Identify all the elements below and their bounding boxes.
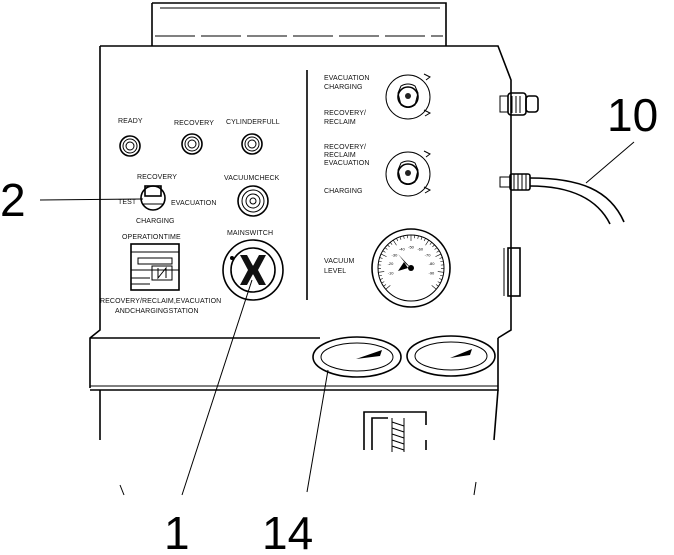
knob1-top-label-line2: CHARGING [324,84,363,91]
gauge-tick-marks [377,235,445,290]
gauge-tick [439,257,443,259]
operation-time-label: OPERATIONTIME [122,234,181,241]
gauge-tick [423,238,426,242]
valve-knob-recovery-charging[interactable] [385,150,432,197]
knob1-top-label-line1: EVACUATION [324,75,369,82]
gauge-tick [420,236,423,240]
gauge-tick [432,244,435,248]
mains-switch[interactable] [222,239,284,301]
gauge-tick [435,284,439,287]
gauge-tick-label: -70 [425,253,432,258]
valve-knob-evacuation-recovery[interactable] [385,73,432,120]
gauge-tick [436,250,440,253]
callout-10: 10 [607,89,658,141]
gauge-tick [429,242,433,245]
callout-2: 2 [0,174,26,226]
knob2-top-label-line2: RECLAIM [324,152,356,159]
vacuum-check-label: VACUUMCHECK [224,175,280,182]
gauge-tick [417,235,419,239]
selector-test-label: TEST [118,199,137,206]
knob1-bottom-label-line1: RECOVERY/ [324,110,366,117]
gauge-tick [434,247,438,250]
operation-time-counter [130,243,180,291]
gauge-tick [378,274,382,277]
gauge-tick-label: -30 [392,253,399,258]
vacuum-level-label-line2: LEVEL [324,268,346,275]
gauge-tick [384,247,388,250]
selector-evacuation-label: EVACUATION [171,200,216,207]
callout-leaders [39,141,635,496]
ready-lamp [119,135,141,157]
knob2-top-label-line3: EVACUATION [324,160,369,167]
gauge-tick [440,274,444,277]
station-label-line2: ANDCHARGINGSTATION [115,308,199,315]
gauge-tick [437,281,441,284]
callout-1: 1 [164,507,190,555]
gauge-tick [431,285,437,290]
gauge-tick [379,278,384,280]
cylinder-full-lamp [241,133,263,155]
gauge-tick [379,257,383,259]
selector-recovery-label: RECOVERY [137,174,177,181]
gauge-tick [399,236,402,240]
gauge-tick [438,278,443,280]
vacuum-level-label-line1: VACUUM [324,258,354,265]
gauge-tick-label: -20 [388,261,395,266]
gauge-tick-label: -80 [429,261,436,266]
gauge-tick [378,271,385,273]
gauge-tick [389,242,393,245]
gauge-tick [381,281,385,284]
gauge-tick [378,260,382,263]
recovery-label: RECOVERY [174,120,214,127]
station-label-line1: RECOVERY/RECLAIM,EVACUATION [100,298,221,305]
callout-14: 14 [262,507,313,555]
mains-switch-label: MAINSWITCH [227,230,273,237]
gauge-tick-label: -90 [428,271,435,276]
front-gauge-right [406,335,496,377]
gauge-tick [403,235,405,239]
gauge-tick [435,253,442,257]
gauge-tick [437,271,444,273]
cylinder-full-label: CYLINDERFULL [226,119,280,126]
right-fittings [499,92,539,297]
vacuum-check-button[interactable] [237,185,269,217]
top-tray [151,2,447,46]
gauge-tick [393,240,397,246]
knob1-bottom-label-line2: RECLAIM [324,119,356,126]
hose [529,177,625,225]
knob2-bottom-label: CHARGING [324,188,363,195]
gauge-tick [387,244,390,248]
gauge-tick [383,284,387,287]
selector-charging-label: CHARGING [136,218,175,225]
gauge-tick-label: -50 [408,245,415,250]
recovery-lamp [181,133,203,155]
front-gauge-left [312,336,402,378]
gauge-tick-label: -40 [399,247,406,252]
ready-label: READY [118,118,143,125]
gauge-tick [380,253,387,257]
indicator-lamps [119,133,263,157]
gauge-tick [425,240,429,246]
lower-bracket [363,411,427,452]
gauge-tick-label: -10 [388,271,395,276]
mode-selector-switch[interactable] [140,185,166,211]
knob2-top-label-line1: RECOVERY/ [324,144,366,151]
cabinet-body [89,45,512,496]
gauge-tick [396,238,399,242]
gauge-tick-label: -60 [417,247,424,252]
gauge-tick [440,260,444,263]
gauge-tick [382,250,386,253]
vacuum-gauge: -10 -20 -30-40-50-60-70 -80 -90 [371,228,451,308]
gauge-tick [385,285,391,290]
gauge-tick-labels: -10 -20 -30-40-50-60-70 -80 -90 [388,245,436,276]
